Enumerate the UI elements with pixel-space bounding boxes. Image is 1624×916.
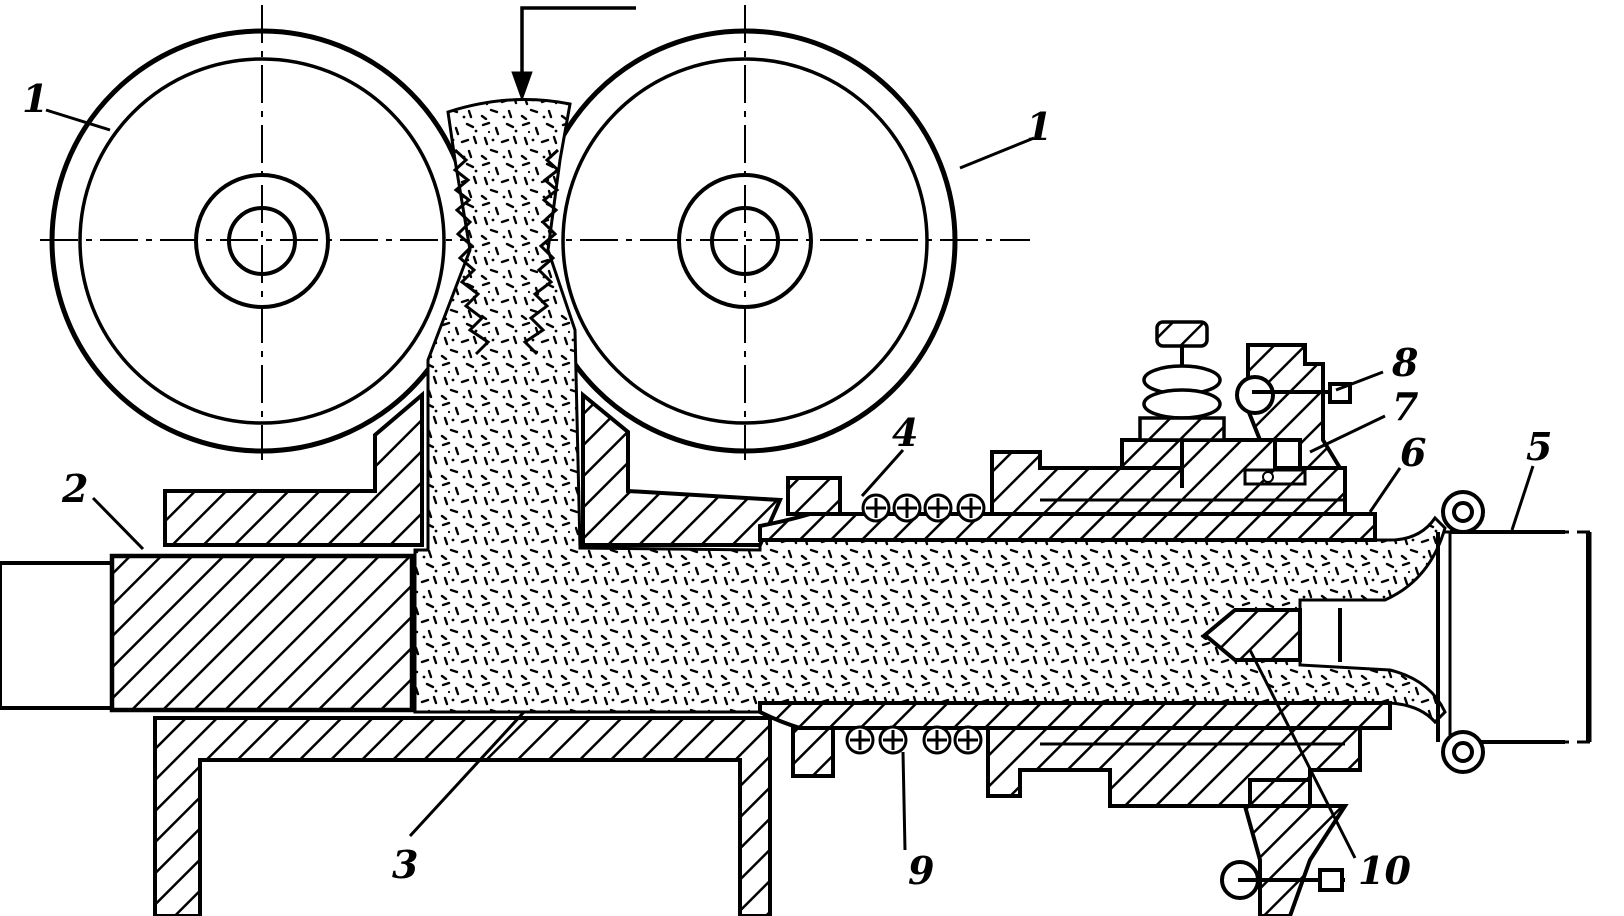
granular-material [413, 98, 1447, 725]
label-roller-right: 1 [1026, 104, 1052, 149]
label-ram: 2 [61, 466, 88, 511]
mandrel [1201, 608, 1342, 662]
right-roller [520, 5, 1030, 460]
label-die: 6 [1400, 430, 1426, 475]
ram-piston [0, 553, 415, 713]
heater-coils-top [861, 493, 986, 523]
label-heater-front: 4 [892, 410, 918, 455]
leader-lines [45, 108, 1535, 859]
feed-arrow [511, 6, 636, 102]
label-bolt-top: 8 [1391, 340, 1418, 385]
left-roller [40, 5, 480, 460]
heater-coils-bottom [845, 725, 983, 755]
clamp-block [1235, 343, 1352, 486]
bottom-bolt [1220, 778, 1349, 916]
label-heater-back: 9 [908, 848, 934, 893]
die-inner-lines [1040, 498, 1345, 746]
label-adjuster: 7 [1392, 384, 1418, 429]
label-tube: 5 [1526, 424, 1552, 469]
output-tube [1436, 530, 1592, 744]
label-mandrel: 10 [1358, 848, 1411, 893]
adjusting-screw [1138, 320, 1226, 488]
housing-frame [153, 390, 784, 916]
label-channel: 3 [392, 842, 418, 887]
tube-curls [1441, 490, 1485, 774]
roller-teeth [452, 148, 561, 356]
label-roller-left: 1 [22, 76, 48, 121]
